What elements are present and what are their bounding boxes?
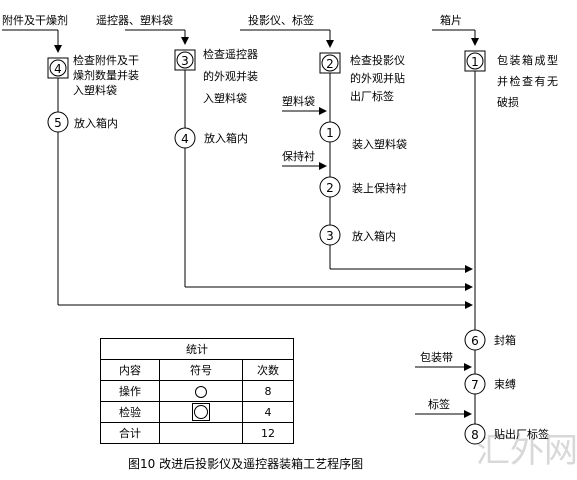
column-2-inspection-symbol: 3 <box>174 49 196 71</box>
column-2-inspection-line-3: 入塑料袋 <box>203 91 247 105</box>
column-3-step-3-label: 放入箱内 <box>352 229 396 243</box>
column-3-inspection-number: 2 <box>326 57 334 71</box>
column-3-inspection-line-1: 检查投影仪 <box>350 53 405 67</box>
final-step-7-label: 束缚 <box>494 377 516 391</box>
column-3-step-2-label: 装上保持衬 <box>352 181 407 195</box>
stats-row-total: 合计 12 <box>100 422 294 444</box>
column-3-step-3-number: 3 <box>326 229 334 243</box>
column-3-input-label: 投影仪、标签 <box>248 13 314 27</box>
column-4-inspection-line-3: 破损 <box>497 95 519 109</box>
final-steps: 6 封箱 包装带 7 束缚 标签 8 贴出厂标签 <box>415 329 549 445</box>
operation-circle-icon <box>195 385 207 398</box>
column-3-step-1-number: 1 <box>326 126 334 140</box>
final-step-7-number: 7 <box>471 378 479 392</box>
inspection-square-icon <box>192 403 210 421</box>
stats-table-title: 统计 <box>100 338 294 360</box>
column-1-inspection-line-3: 入塑料袋 <box>73 83 117 97</box>
column-1-inspection-line-1: 检查附件及干 <box>73 53 139 67</box>
stats-row-inspection-content: 检验 <box>100 401 160 423</box>
column-4: 箱片 1 包装箱成型 并检查有无 破损 <box>432 13 560 330</box>
column-1-operation-label: 放入箱内 <box>74 116 118 130</box>
column-2-operation-number: 4 <box>181 132 189 146</box>
column-4-inspection-number: 1 <box>471 55 479 69</box>
final-step-8-circle <box>464 423 486 445</box>
stats-table-title-row: 统计 <box>100 338 294 360</box>
stats-row-inspection: 检验 4 <box>100 401 294 423</box>
stats-row-total-count: 12 <box>242 422 294 444</box>
final-step-7-input-label: 包装带 <box>420 351 453 364</box>
column-3-step-1-label: 装入塑料袋 <box>352 137 407 151</box>
final-step-8-label: 贴出厂标签 <box>494 427 549 441</box>
final-step-8-input-label: 标签 <box>428 397 450 411</box>
final-step-6-label: 封箱 <box>494 333 516 347</box>
column-4-inspection-line-2: 并检查有无 <box>497 74 560 88</box>
column-1-inspection-symbol: 4 <box>47 57 69 79</box>
column-4-inspection-symbol: 1 <box>464 50 486 72</box>
column-2-inspection-number: 3 <box>181 54 189 68</box>
stats-row-total-content: 合计 <box>100 422 160 444</box>
column-1: 附件及干燥剂 4 检查附件及干 燥剂数量并装 入塑料袋 5 放入箱内 <box>2 13 473 309</box>
final-step-6-number: 6 <box>471 334 479 348</box>
column-3-step-2-number: 2 <box>326 181 334 195</box>
column-2-inspection-line-2: 的外观并装 <box>203 69 258 83</box>
stats-header-content: 内容 <box>100 359 160 381</box>
figure-caption: 图10 改进后投影仪及遥控器装箱工艺程序图 <box>128 456 363 471</box>
watermark: 汇外网 <box>476 431 577 471</box>
stats-row-total-symbol-cell <box>159 422 243 444</box>
column-3-inspection-line-3: 出厂标签 <box>350 89 394 103</box>
column-1-input-label: 附件及干燥剂 <box>2 13 68 27</box>
column-2-inspection-line-1: 检查遥控器 <box>203 47 258 61</box>
column-4-inspection-line-1: 包装箱成型 <box>497 53 560 67</box>
column-1-operation-number: 5 <box>54 116 62 130</box>
stats-row-inspection-symbol-cell <box>159 401 243 423</box>
column-2-input-label: 遥控器、塑料袋 <box>96 13 173 27</box>
final-step-8-number: 8 <box>471 428 479 442</box>
column-3-inspection-line-2: 的外观并贴 <box>350 71 405 85</box>
column-4-input-label: 箱片 <box>440 13 462 27</box>
column-3-step-1-input-label: 塑料袋 <box>282 94 315 108</box>
column-3-step-2-input-label: 保持衬 <box>282 149 315 163</box>
stats-header-count: 次数 <box>242 359 294 381</box>
stats-row-operation-symbol-cell <box>159 380 243 402</box>
stats-row-operation-count: 8 <box>242 380 294 402</box>
column-1-inspection-number: 4 <box>54 62 62 76</box>
stats-header-symbol: 符号 <box>159 359 243 381</box>
stats-row-inspection-count: 4 <box>242 401 294 423</box>
column-2: 遥控器、塑料袋 3 检查遥控器 的外观并装 入塑料袋 4 放入箱内 <box>96 13 473 291</box>
column-1-inspection-line-2: 燥剂数量并装 <box>73 68 139 82</box>
stats-row-operation-content: 操作 <box>100 380 160 402</box>
stats-row-operation: 操作 8 <box>100 380 294 402</box>
stats-table-header-row: 内容 符号 次数 <box>100 359 294 381</box>
column-2-operation-label: 放入箱内 <box>204 131 248 145</box>
stats-table: 统计 内容 符号 次数 操作 8 检验 4 合计 12 <box>100 338 294 444</box>
column-3-inspection-symbol: 2 <box>319 52 341 74</box>
column-3: 投影仪、标签 2 检查投影仪 的外观并贴 出厂标签 塑料袋 1 装入塑料袋 保持… <box>240 13 473 273</box>
